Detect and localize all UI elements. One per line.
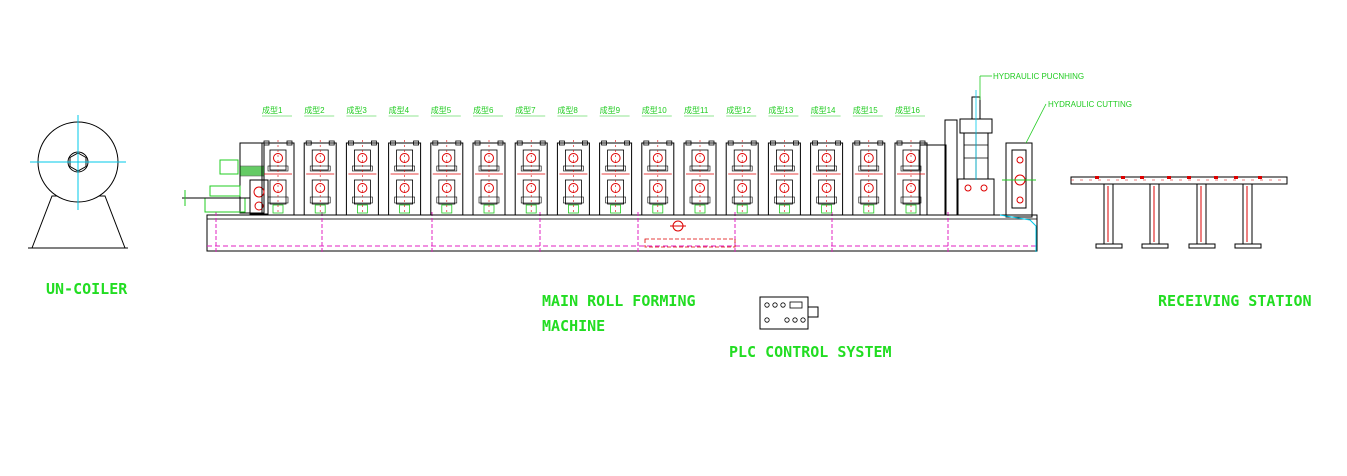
stand-label: 成型15	[853, 105, 878, 115]
stand-label: 成型1	[262, 105, 283, 115]
forming-stand: 成型5	[430, 105, 464, 216]
stand-label: 成型13	[768, 105, 793, 115]
forming-stands: 成型1 成型2 成型3 成型4 成型5 成型6 成型7 成型8 成型9 成型10 成型11 成型12 成…	[261, 105, 928, 216]
stand-label: 成型9	[600, 105, 621, 115]
stand-label: 成型8	[557, 105, 578, 115]
forming-stand: 成型6	[472, 105, 506, 216]
stand-label: 成型4	[389, 105, 410, 115]
stand-label: 成型14	[811, 105, 836, 115]
hydraulic-cutting-label: HYDRAULIC CUTTING	[1048, 100, 1132, 109]
hydraulic-punching-station	[957, 75, 995, 216]
main-machine-label-line1: MAIN ROLL FORMING	[542, 292, 696, 310]
forming-stand: 成型11	[683, 105, 717, 216]
stand-label: 成型2	[304, 105, 325, 115]
uncoiler-label: UN-COILER	[46, 280, 128, 298]
forming-stand: 成型15	[852, 105, 886, 216]
stand-label: 成型11	[684, 105, 709, 115]
receiving-station	[1070, 176, 1288, 249]
forming-stand: 成型10	[641, 105, 675, 216]
stand-label: 成型6	[473, 105, 494, 115]
stand-label: 成型5	[431, 105, 452, 115]
plc-label: PLC CONTROL SYSTEM	[729, 343, 892, 361]
uncoiler	[28, 115, 128, 249]
receiving-label: RECEIVING STATION	[1158, 292, 1312, 310]
stand-label: 成型16	[895, 105, 920, 115]
hydraulic-punching-label: HYDRAULIC PUCNHING	[993, 72, 1084, 81]
hydraulic-cutting-station	[999, 103, 1047, 252]
forming-stand: 成型16	[894, 105, 928, 216]
stand-label: 成型10	[642, 105, 667, 115]
forming-stand: 成型7	[514, 105, 548, 216]
main-machine-label-line2: MACHINE	[542, 317, 605, 335]
forming-stand: 成型9	[599, 105, 633, 216]
forming-stand: 成型1	[261, 105, 295, 216]
stand-label: 成型12	[726, 105, 751, 115]
forming-stand: 成型3	[345, 105, 379, 216]
plc-cabinet	[759, 296, 819, 330]
forming-stand: 成型2	[303, 105, 337, 216]
forming-stand: 成型4	[388, 105, 422, 216]
forming-stand: 成型8	[556, 105, 590, 216]
forming-stand: 成型12	[725, 105, 759, 216]
stand-label: 成型3	[346, 105, 367, 115]
forming-stand: 成型14	[810, 105, 844, 216]
stand-label: 成型7	[515, 105, 536, 115]
main-machine: 成型1 成型2 成型3 成型4 成型5 成型6 成型7 成型8 成型9 成型10 成型11 成型12 成…	[182, 105, 1038, 252]
forming-stand: 成型13	[767, 105, 801, 216]
